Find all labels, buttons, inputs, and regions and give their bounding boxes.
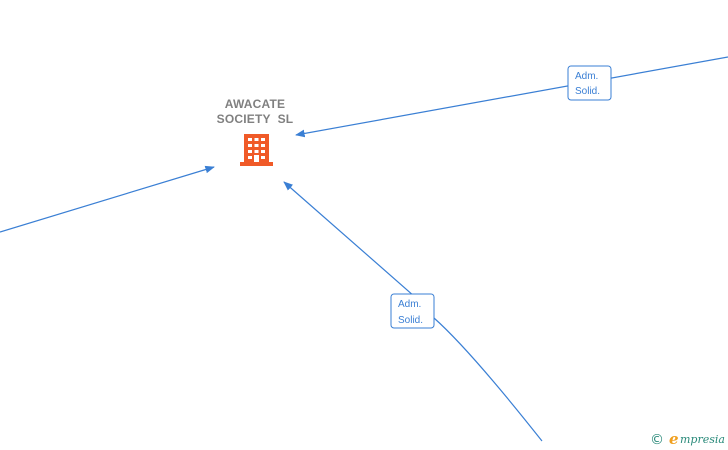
edge-label-role-line2: Solid.: [575, 86, 600, 97]
edge-label-bottom[interactable]: Adm. Solid.: [390, 293, 435, 329]
company-name-line2: SOCIETY SL: [217, 112, 294, 126]
edge-label-role-line1: Adm.: [398, 299, 421, 310]
building-icon: [240, 134, 273, 166]
empresia-watermark: © e mpresia: [650, 430, 725, 448]
brand-initial: e: [669, 430, 679, 448]
company-node[interactable]: AWACATE SOCIETY SL: [217, 97, 294, 166]
edge-label-role-line1: Adm.: [575, 71, 598, 82]
copyright-icon: ©: [650, 432, 664, 448]
edge-top-right: [295, 56, 728, 138]
company-name-line1: AWACATE: [225, 97, 286, 111]
edge-label-top-right[interactable]: Adm. Solid.: [567, 65, 612, 101]
edge-label-role-line2: Solid.: [398, 315, 423, 326]
brand-name: mpresia: [680, 433, 725, 446]
edge-left: [0, 165, 215, 233]
